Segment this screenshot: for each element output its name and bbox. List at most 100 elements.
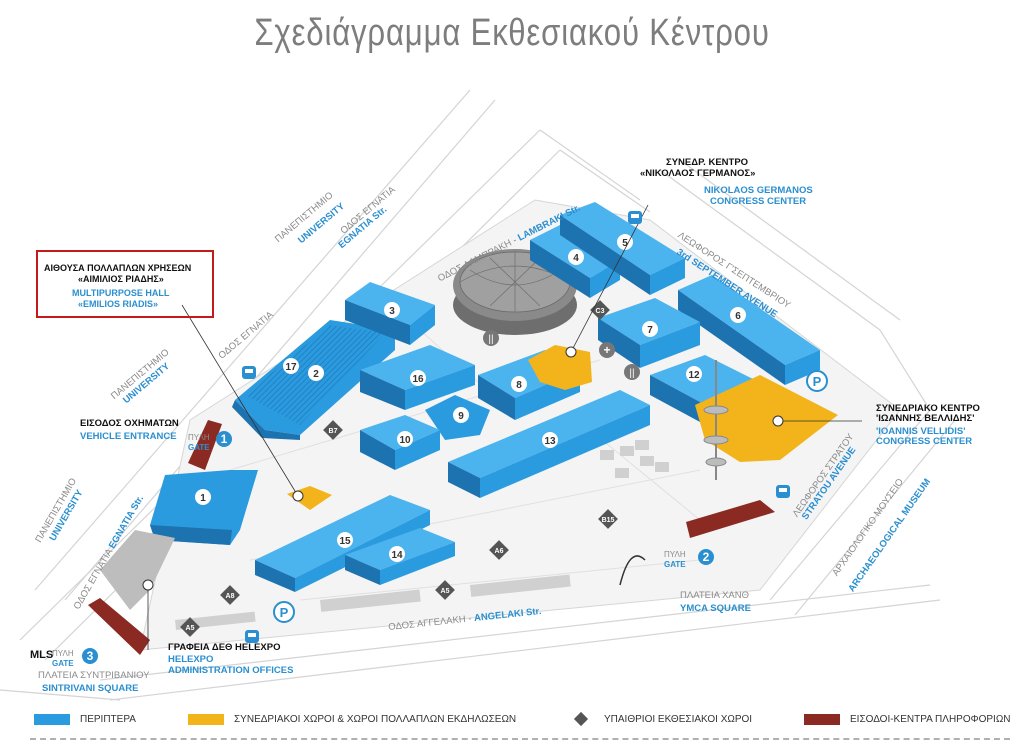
svg-text:2: 2	[313, 369, 319, 380]
square-sintrivani-en: SINTRIVANI SQUARE	[42, 683, 139, 694]
vellidis-congress-center[interactable]	[695, 375, 838, 462]
gate-3-gr: ΠΥΛΗ	[52, 649, 74, 658]
entrance-gate-2[interactable]	[686, 500, 775, 538]
badge-5: 5	[617, 234, 633, 250]
legend-entrances: ΕΙΣΟΔΟΙ-ΚΕΝΤΡΑ ΠΛΗΡΟΦΟΡΙΩΝ	[804, 712, 1011, 726]
legend-swatch-pavilions	[34, 713, 70, 725]
entrance-gate-1[interactable]	[188, 420, 222, 470]
svg-text:5: 5	[622, 238, 628, 249]
outdoor-a5-east[interactable]: A5	[435, 580, 455, 600]
badge-4: 4	[568, 249, 584, 265]
parking-icon: P	[273, 601, 295, 623]
bus-icon	[776, 485, 790, 498]
svg-text:16: 16	[412, 374, 424, 385]
restaurant-icon: ||	[483, 330, 499, 346]
legend-swatch-entrances	[804, 713, 840, 725]
germanos-congress-center[interactable]	[528, 345, 592, 390]
admin-building	[100, 530, 175, 610]
square-ymca-en: YMCA SQUARE	[680, 603, 751, 614]
pavilion-badges: 1 2 17 3 16 9 10 8 4 5 6 7 12 13 15 14	[195, 234, 746, 562]
svg-text:A5: A5	[441, 588, 450, 595]
legend-pavilions: ΠΕΡΙΠΤΕΡΑ	[34, 712, 136, 726]
svg-text:13: 13	[544, 436, 556, 447]
bottom-divider	[30, 738, 1010, 740]
svg-text:3: 3	[389, 306, 395, 317]
pavilion-10[interactable]	[360, 415, 440, 470]
pavilion-16[interactable]	[360, 345, 475, 410]
svg-text:1: 1	[200, 493, 206, 504]
legend-diamond-outdoor	[573, 711, 589, 727]
pavilion-7[interactable]	[598, 298, 700, 368]
entrances	[88, 420, 775, 655]
parking-icon: P	[806, 370, 828, 392]
vellidis-label-gr1: ΣΥΝΕΔΡΙΑΚΟ ΚΕΝΤΡΟ	[876, 403, 980, 414]
badge-7: 7	[642, 321, 658, 337]
legend-label-entrances: ΕΙΣΟΔΟΙ-ΚΕΝΤΡΑ ΠΛΗΡΟΦΟΡΙΩΝ	[850, 713, 1011, 725]
legend-label-pavilions: ΠΕΡΙΠΤΕΡΑ	[80, 713, 136, 725]
gate-3-en: GATE	[52, 659, 74, 668]
germanos-label-en1: NIKOLAOS GERMANOS	[704, 185, 813, 196]
bus-icon	[628, 211, 642, 224]
badge-3: 3	[384, 302, 400, 318]
svg-text:12: 12	[688, 370, 700, 381]
emilios-label-en1: MULTIPURPOSE HALL	[72, 288, 170, 298]
badge-9: 9	[453, 407, 469, 423]
outdoor-b7[interactable]: B7	[323, 420, 343, 440]
conference-areas	[287, 345, 838, 510]
gate-2-badge[interactable]: 2	[698, 549, 714, 565]
badge-16: 16	[410, 370, 426, 386]
svg-text:17: 17	[285, 362, 297, 373]
gate-1-gr: ΠΥΛΗ	[188, 433, 210, 442]
pavilion-6[interactable]	[678, 275, 820, 385]
badge-1: 1	[195, 489, 211, 505]
legend-outdoor: ΥΠΑΙΘΡΙΟΙ ΕΚΘΕΣΙΑΚΟΙ ΧΩΡΟΙ	[572, 711, 753, 727]
germanos-label-gr1: ΣΥΝΕΔΡ. ΚΕΝΤΡΟ	[666, 157, 749, 168]
gate-2-en: GATE	[664, 560, 686, 569]
svg-text:15: 15	[339, 536, 351, 547]
admin-label-en2: ADMINISTRATION OFFICES	[168, 665, 294, 676]
vellidis-label-gr2: 'ΙΩΑΝΝΗΣ ΒΕΛΛΙΔΗΣ'	[876, 413, 975, 424]
vehicle-entrance-en: VEHICLE ENTRANCE	[80, 431, 177, 442]
first-aid-icon: +	[599, 342, 615, 358]
badge-2: 2	[308, 365, 324, 381]
vellidis-label-en2: CONGRESS CENTER	[876, 436, 973, 447]
square-sintrivani: ΠΛΑΤΕΙΑ ΣΥΝΤΡΙΒΑΝΙΟΥ	[38, 670, 150, 681]
svg-text:C3: C3	[596, 308, 605, 315]
legend-label-outdoor: ΥΠΑΙΘΡΙΟΙ ΕΚΘΕΣΙΑΚΟΙ ΧΩΡΟΙ	[604, 713, 753, 725]
svg-text:4: 4	[573, 253, 579, 264]
gate-2-gr: ΠΥΛΗ	[664, 550, 686, 559]
svg-text:||: ||	[629, 368, 634, 379]
highlight-box	[36, 250, 214, 318]
outdoor-a6[interactable]: A6	[489, 540, 509, 560]
tower-icon	[703, 360, 729, 480]
bus-icon	[245, 630, 259, 643]
svg-text:P: P	[280, 605, 289, 620]
entrance-gate-3[interactable]	[88, 598, 150, 655]
outdoor-c3[interactable]: C3	[590, 300, 610, 320]
svg-text:A8: A8	[226, 593, 235, 600]
page-title: Σχεδιάγραμμα Εκθεσιακού Κέντρου	[254, 12, 770, 54]
bus-icon	[242, 366, 256, 379]
svg-text:7: 7	[647, 325, 653, 336]
germanos-label-en2: CONGRESS CENTER	[710, 196, 807, 207]
badge-14: 14	[389, 546, 405, 562]
badge-12: 12	[686, 366, 702, 382]
svg-text:A5: A5	[186, 625, 195, 632]
restaurant-icon: ||	[624, 364, 640, 380]
square-ymca: ΠΛΑΤΕΙΑ ΧΑΝΘ	[680, 590, 749, 601]
svg-text:8: 8	[516, 380, 522, 391]
gate-3-badge[interactable]: 3	[82, 648, 98, 664]
callout-lines	[147, 204, 862, 650]
gate-1-badge[interactable]: 1	[216, 431, 232, 447]
legend-swatch-conference	[188, 713, 224, 725]
svg-text:6: 6	[735, 311, 741, 322]
svg-text:9: 9	[458, 411, 464, 422]
emilios-label-gr1: ΑΙΘΟΥΣΑ ΠΟΛΛΑΠΛΩΝ ΧΡΗΣΕΩΝ	[44, 263, 192, 273]
admin-label-en1: HELEXPO	[168, 654, 214, 665]
badge-6: 6	[730, 307, 746, 323]
gate-1-en: GATE	[188, 443, 210, 452]
legend-label-conference: ΣΥΝΕΔΡΙΑΚΟΙ ΧΩΡΟΙ & ΧΩΡΟΙ ΠΟΛΛΑΠΛΩΝ ΕΚΔΗ…	[234, 713, 517, 725]
vellidis-label-en1: 'IOANNIS VELLIDIS'	[876, 426, 966, 437]
emilios-label-en2: «EMILIOS RIADIS»	[78, 299, 159, 309]
